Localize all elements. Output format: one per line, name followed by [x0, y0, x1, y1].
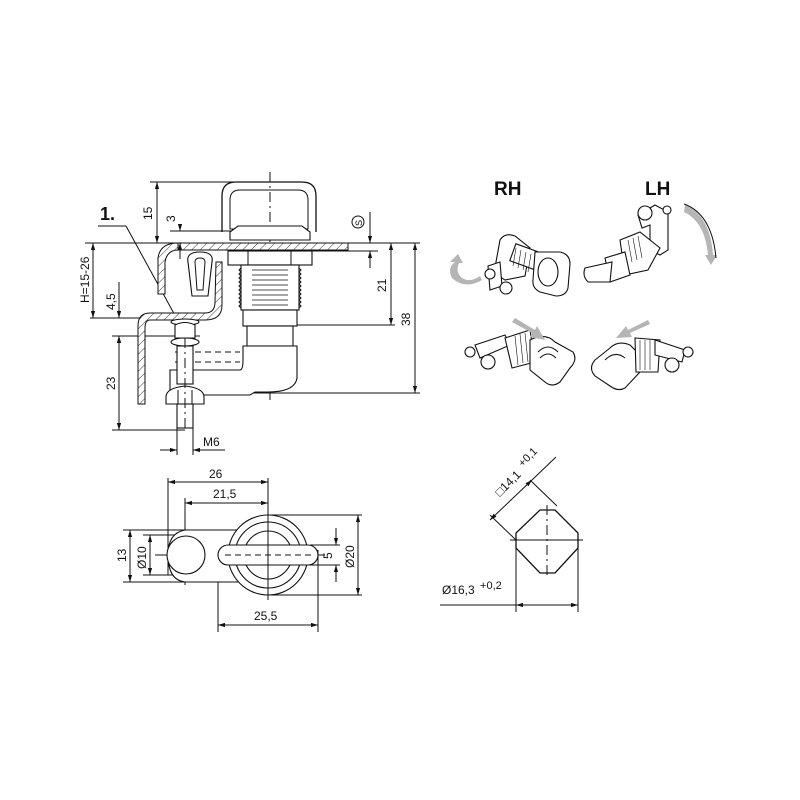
dim-cutout-diameter: Ø16,3 +0,2	[442, 580, 502, 597]
dim-overall-length: 38	[399, 312, 413, 326]
dim-handle-width: 5	[321, 552, 335, 559]
callout-label: 1.	[100, 204, 115, 224]
dim-handle-height: 15	[141, 206, 155, 220]
lh-label: LH	[645, 179, 670, 200]
lh-open-illustration	[583, 204, 672, 283]
dim-handle-gap: 3	[164, 215, 178, 222]
dim-flange-diameter: Ø20	[343, 545, 357, 568]
orientation-views: RH LH	[450, 179, 717, 391]
top-view: 26 21,5 13 Ø10 5 Ø20 25,5	[115, 467, 362, 632]
dim-stud-height: 13	[115, 548, 129, 562]
rh-closed-illustration	[464, 329, 576, 386]
dim-cutout-square: □14,1 +0,1	[490, 446, 544, 500]
lh-push-arrow	[616, 320, 650, 338]
lh-closed-illustration	[590, 337, 694, 391]
side-view: 15 3 H=15-26 4,5 23 M6 S 21 38 1.	[78, 172, 420, 455]
cutout-square-tol: +0,1	[516, 446, 540, 470]
rh-label: RH	[494, 179, 521, 200]
dim-bolt-length: 23	[104, 376, 118, 390]
dim-body-length: 21	[375, 278, 389, 292]
rh-push-arrow	[512, 318, 545, 340]
dim-bracket-offset: 4,5	[104, 293, 118, 310]
panel-cutout: □14,1 +0,1 Ø16,3 +0,2	[440, 446, 583, 612]
cutout-diameter-tol: +0,2	[480, 580, 502, 592]
dim-panel-thickness: S	[354, 220, 364, 226]
rh-open-illustration	[484, 234, 571, 297]
rh-rotate-arrow	[450, 254, 482, 285]
dim-stud-diameter: Ø10	[135, 546, 149, 569]
cutout-diameter-value: Ø16,3	[442, 583, 475, 597]
dim-thread: M6	[203, 435, 220, 449]
dim-center-distance: 21,5	[213, 487, 237, 501]
cutout-square-value: □14,1	[492, 467, 524, 499]
lh-rotate-arrow	[684, 205, 717, 265]
dim-handle-length: 25,5	[254, 609, 278, 623]
dim-panel-range: H=15-26	[78, 256, 92, 303]
dim-overall-width: 26	[209, 467, 223, 481]
